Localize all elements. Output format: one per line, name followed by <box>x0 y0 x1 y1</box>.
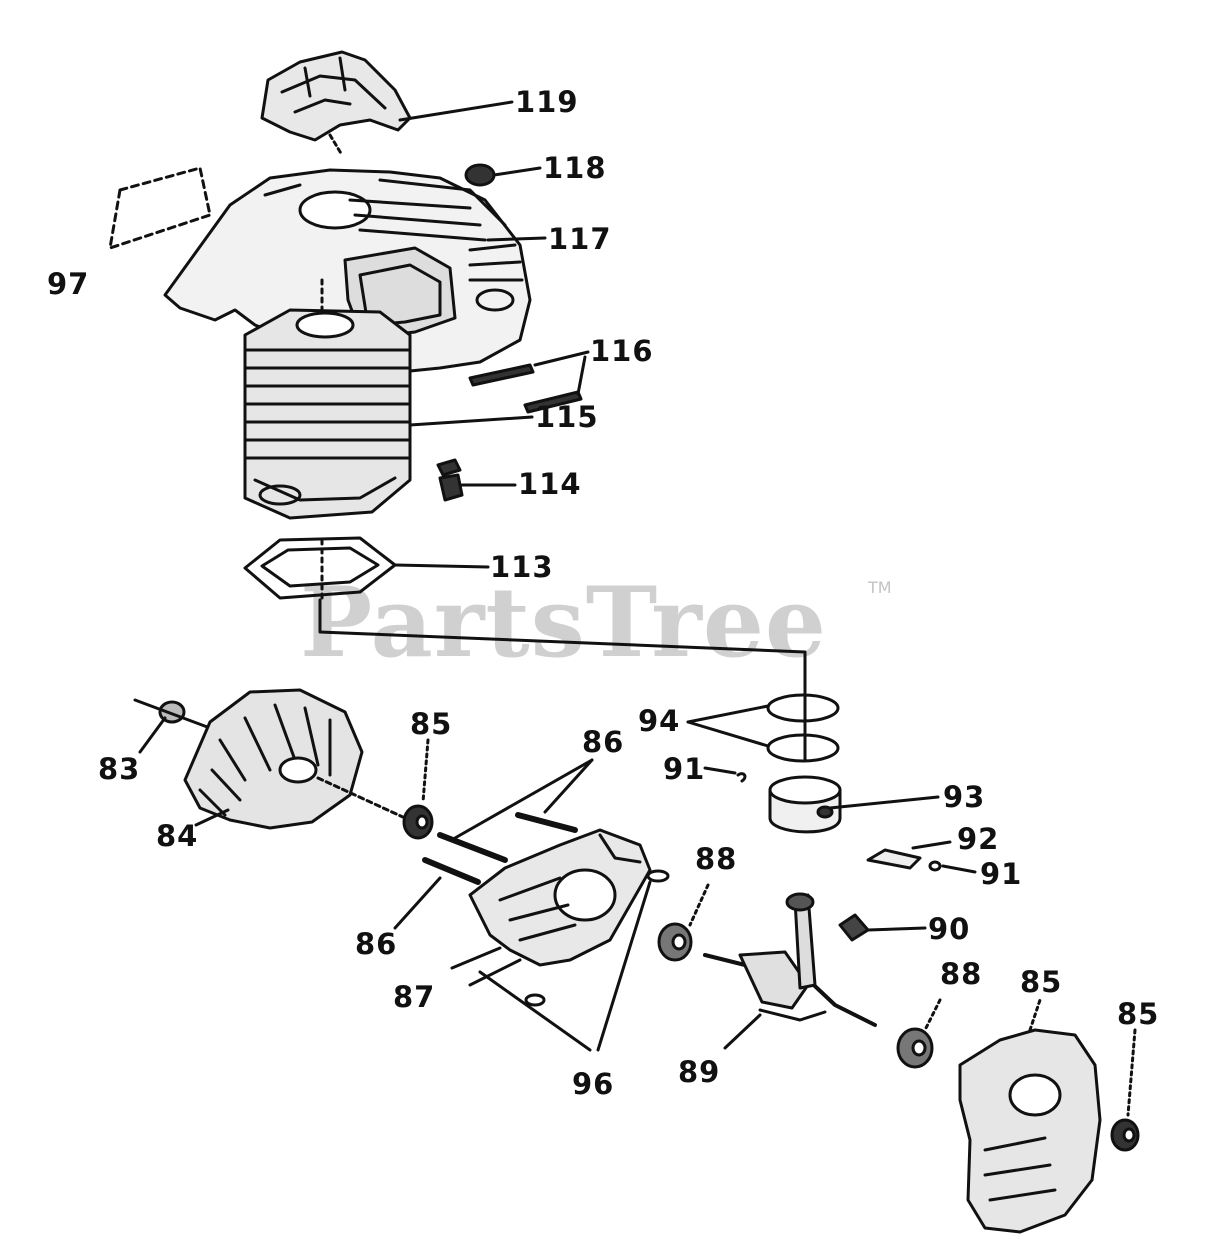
callout-113: 113 <box>490 550 554 584</box>
callout-85-right: 85 <box>1020 965 1063 999</box>
leader-96a <box>478 970 592 1052</box>
part-93-piston <box>768 775 842 834</box>
leader-88b <box>923 998 942 1032</box>
part-88-bearing-left <box>657 922 693 962</box>
leader-96b <box>596 880 652 1052</box>
callout-85-far-right: 85 <box>1117 997 1160 1031</box>
part-86-bolts <box>422 812 578 885</box>
trademark-symbol: TM <box>868 578 892 597</box>
callout-92: 92 <box>957 822 1000 856</box>
part-94-piston-rings <box>766 693 840 763</box>
callout-86-lower: 86 <box>355 927 398 961</box>
part-117-cylinder-cover <box>163 168 532 382</box>
callout-114: 114 <box>518 467 582 501</box>
callout-118: 118 <box>543 151 607 185</box>
callout-91-lower: 91 <box>980 857 1023 891</box>
callout-119: 119 <box>515 85 579 119</box>
leader-88a <box>688 883 710 927</box>
callout-91-upper: 91 <box>663 752 706 786</box>
part-96-ring-upper <box>646 869 670 883</box>
part-85-seal-right <box>1110 1028 1140 1152</box>
callout-97: 97 <box>47 267 90 301</box>
part-91-clip-lower <box>928 860 942 872</box>
part-91-clip-upper <box>703 766 747 783</box>
leader-116a <box>533 350 590 367</box>
part-89-crankshaft <box>703 892 877 1027</box>
partstree-watermark: PartsTree <box>300 566 827 679</box>
part-96-ring-lower <box>524 993 546 1007</box>
part-97-filter-sheet <box>108 166 212 250</box>
leader-119 <box>398 100 514 122</box>
part-113-gasket <box>243 536 397 602</box>
callout-88-right: 88 <box>940 957 983 991</box>
callout-90: 90 <box>928 912 971 946</box>
callout-88-left: 88 <box>695 842 738 876</box>
part-92-piston-pin <box>866 848 922 870</box>
part-88-bearing-right <box>896 1027 934 1069</box>
leader-86b <box>393 876 442 930</box>
part-116-pins <box>468 363 583 414</box>
leader-94a <box>686 704 770 724</box>
leader-113 <box>393 563 490 569</box>
callout-87: 87 <box>393 980 436 1014</box>
part-90-needle-bearing <box>838 913 870 942</box>
part-87-crankcase-half <box>468 828 652 987</box>
leader-83 <box>138 716 167 754</box>
leader-116b <box>576 355 587 396</box>
callout-89: 89 <box>678 1055 721 1089</box>
callout-86-upper: 86 <box>582 725 625 759</box>
callout-84: 84 <box>156 819 199 853</box>
leader-93 <box>828 795 940 810</box>
part-84-flywheel <box>183 688 407 830</box>
leader-86a <box>543 758 594 814</box>
leader-94b <box>686 720 770 748</box>
callout-85-left: 85 <box>410 707 453 741</box>
part-85-crankcase-right <box>958 998 1102 1234</box>
leader-89 <box>723 1013 762 1050</box>
callout-115: 115 <box>535 400 599 434</box>
part-83-nut <box>133 698 212 730</box>
callout-96: 96 <box>572 1067 615 1101</box>
leader-84 <box>194 808 230 827</box>
leader-117 <box>486 236 547 242</box>
part-114-spark-plug <box>436 458 464 502</box>
callout-94: 94 <box>638 704 681 738</box>
callout-83: 83 <box>98 752 141 786</box>
part-119-bracket <box>260 50 412 157</box>
alignment-line <box>318 598 807 762</box>
leader-118 <box>492 166 542 177</box>
callout-93: 93 <box>943 780 986 814</box>
callout-117: 117 <box>548 222 612 256</box>
leader-86a2 <box>453 758 594 840</box>
leader-92 <box>911 840 952 850</box>
part-118-grommet <box>464 163 496 187</box>
leader-90 <box>866 926 927 932</box>
leader-91b <box>941 864 977 874</box>
callout-116: 116 <box>590 334 654 368</box>
part-85-seal-left <box>402 738 434 840</box>
leader-87 <box>450 946 502 970</box>
leader-115 <box>408 415 534 427</box>
part-115-cylinder <box>243 308 412 520</box>
